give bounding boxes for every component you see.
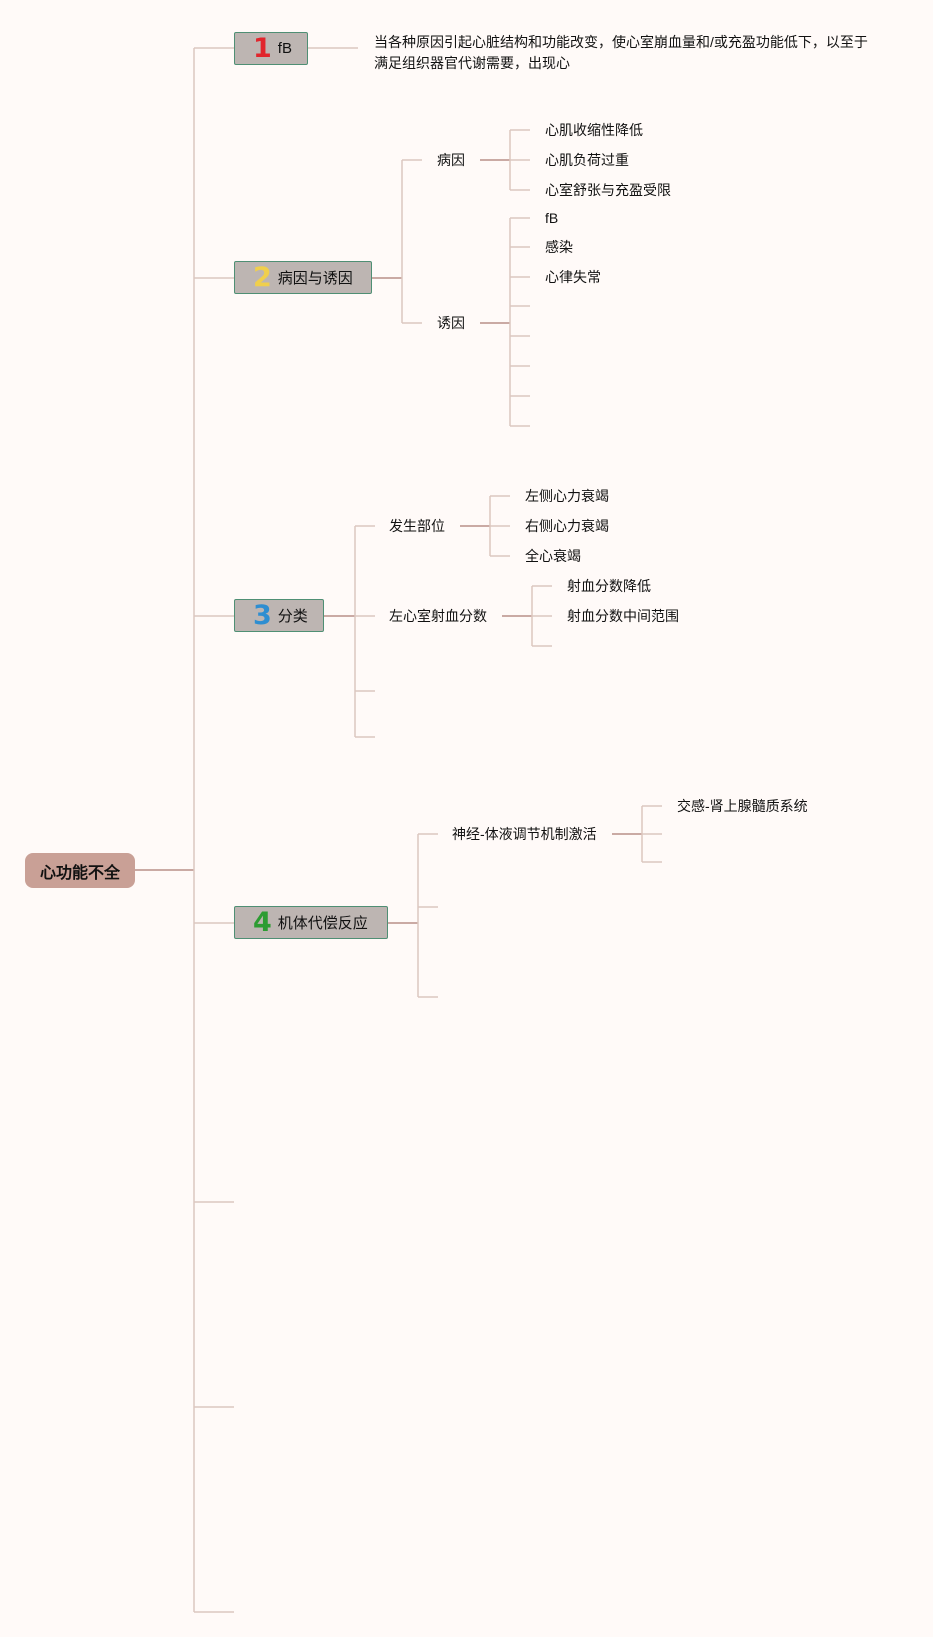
definition-text[interactable]: 当各种原因引起心脏结构和功能改变，使心室崩血量和/或充盈功能低下，以至于满足组织…	[374, 34, 868, 71]
trigger-item[interactable]: 感染	[545, 239, 573, 255]
topic-2-node[interactable]: 2 病因与诱因	[234, 261, 372, 294]
cause-item[interactable]: 心肌负荷过重	[545, 152, 629, 168]
site-item[interactable]: 右侧心力衰竭	[525, 518, 609, 534]
topic-4-label: 机体代偿反应	[277, 915, 368, 932]
topic-1-node[interactable]: 1 fB	[234, 32, 308, 65]
topic-3-node[interactable]: 3 分类	[234, 599, 324, 632]
trigger-item[interactable]: 心律失常	[545, 269, 601, 285]
topic-1-label: fB	[277, 40, 292, 57]
ef-item[interactable]: 射血分数降低	[567, 578, 651, 594]
topic-4-node[interactable]: 4 机体代偿反应	[234, 906, 388, 939]
site-item[interactable]: 全心衰竭	[525, 548, 581, 564]
topic-3-label: 分类	[277, 608, 308, 625]
number-3-icon: 3	[253, 600, 272, 631]
root-label: 心功能不全	[39, 864, 120, 882]
number-4-icon: 4	[253, 907, 272, 938]
trigger-node[interactable]: 诱因	[437, 315, 465, 331]
number-2-icon: 2	[253, 262, 272, 293]
root-node[interactable]: 心功能不全	[25, 853, 135, 888]
ef-node[interactable]: 左心室射血分数	[389, 608, 487, 624]
cause-node[interactable]: 病因	[437, 152, 465, 168]
neuro-item[interactable]: 交感-肾上腺髓质系统	[677, 798, 808, 814]
topic-2-label: 病因与诱因	[277, 270, 353, 287]
neuro-node[interactable]: 神经-体液调节机制激活	[452, 826, 597, 842]
site-node[interactable]: 发生部位	[389, 518, 445, 534]
cause-item[interactable]: 心肌收缩性降低	[545, 122, 643, 138]
site-item[interactable]: 左侧心力衰竭	[525, 488, 609, 504]
cause-item[interactable]: 心室舒张与充盈受限	[545, 182, 671, 198]
ef-item[interactable]: 射血分数中间范围	[567, 608, 679, 624]
number-1-icon: 1	[253, 33, 272, 64]
trigger-item[interactable]: fB	[545, 210, 559, 226]
